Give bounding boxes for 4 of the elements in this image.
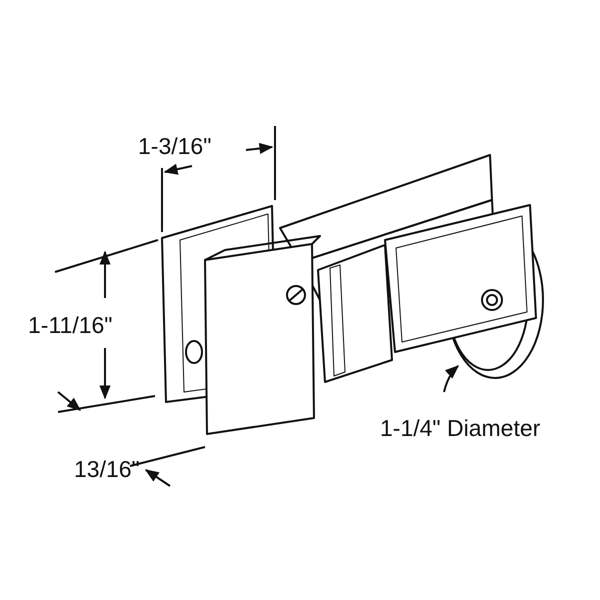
dimension-label: 1-3/16" bbox=[138, 135, 212, 158]
dimension-label: 13/16" bbox=[74, 458, 140, 481]
dimension-label: 1-1/4" Diameter bbox=[380, 417, 540, 440]
dimension-label: 1-11/16" bbox=[28, 314, 112, 337]
